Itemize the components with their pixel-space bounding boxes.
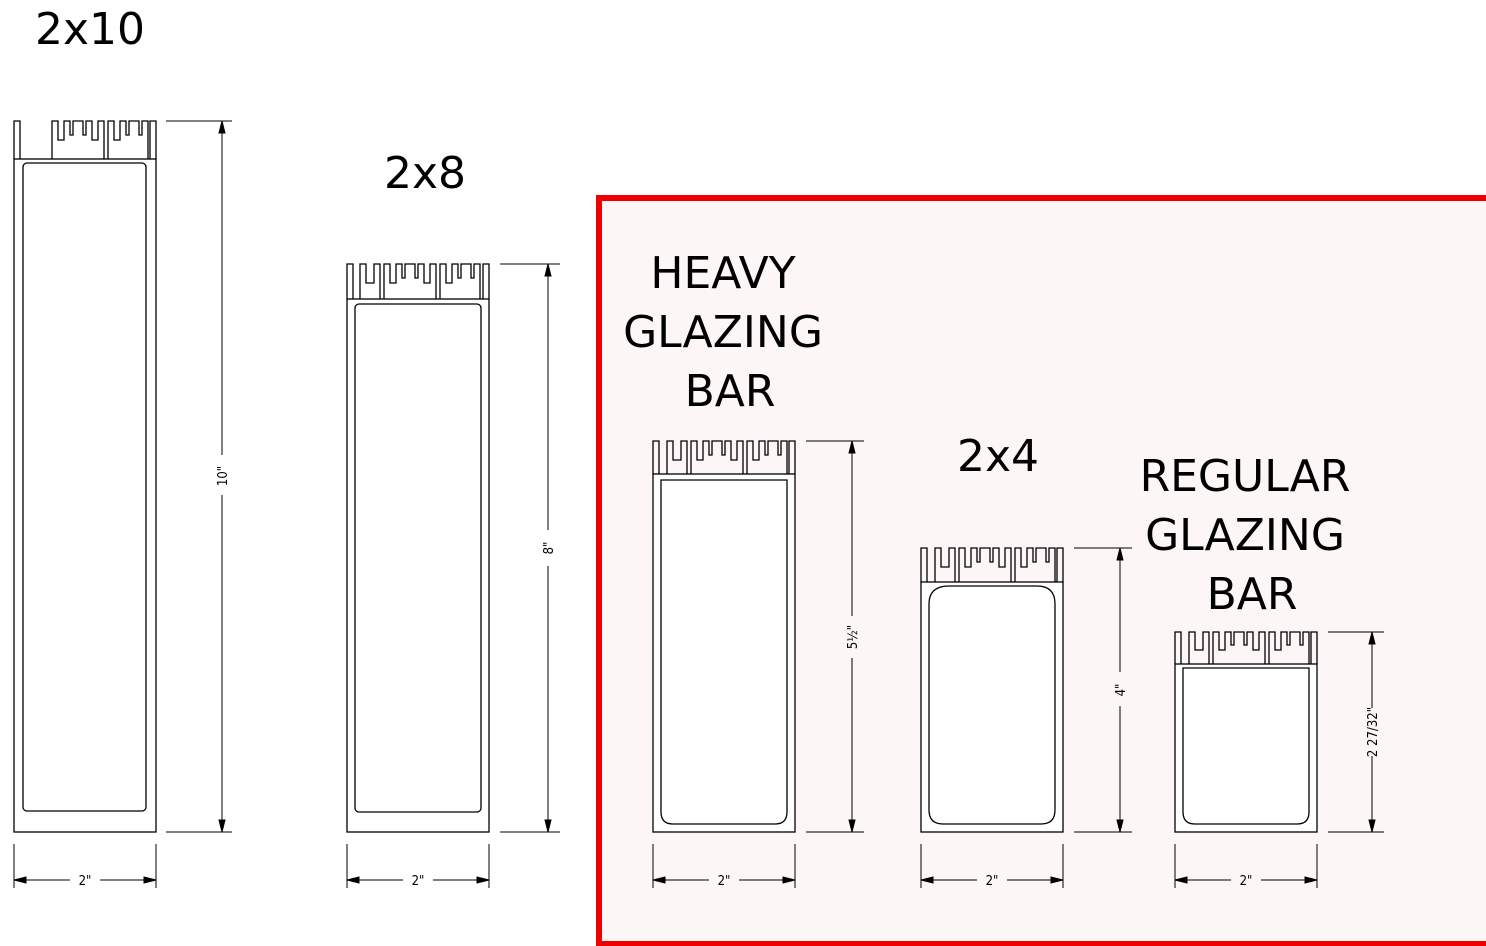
width-dimension-heavy-glazing-bar xyxy=(652,844,796,888)
height-dimension-2x10 xyxy=(166,120,232,833)
height-label-heavy-glazing-bar: 5½" xyxy=(846,625,861,649)
height-dimension-2x8 xyxy=(500,263,560,833)
profile-label-2x4: 2x4 xyxy=(957,431,1039,482)
profile-outline-2x8 xyxy=(346,263,490,833)
width-dimension-2x10 xyxy=(13,844,157,888)
height-dimension-regular-glazing-bar xyxy=(1328,631,1384,833)
profile-outline-2x4 xyxy=(920,547,1064,833)
width-label-heavy-glazing-bar: 2" xyxy=(718,874,731,889)
profile-label-2x10: 2x10 xyxy=(35,4,145,55)
width-dimension-2x4 xyxy=(920,844,1064,888)
profile-outline-2x10 xyxy=(13,120,157,833)
profile-label-2x8: 2x8 xyxy=(384,148,466,199)
width-dimension-regular-glazing-bar xyxy=(1174,844,1318,888)
width-dimension-2x8 xyxy=(346,844,490,888)
width-label-2x10: 2" xyxy=(79,874,92,889)
width-label-2x4: 2" xyxy=(986,874,999,889)
profile-outline-heavy-glazing-bar xyxy=(652,440,796,833)
profile-2x4: 2x4 4" 2" xyxy=(920,431,1132,889)
height-label-regular-glazing-bar: 2 27/32" xyxy=(1366,707,1381,757)
profile-outline-regular-glazing-bar xyxy=(1174,631,1318,833)
height-dimension-heavy-glazing-bar xyxy=(806,440,864,833)
height-label-2x8: 8" xyxy=(542,542,557,555)
height-label-2x10: 10" xyxy=(216,466,231,486)
profile-label-heavy-glazing-bar: HEAVY GLAZING BAR xyxy=(623,248,837,417)
profile-heavy-glazing-bar: HEAVY GLAZING BAR 5½" xyxy=(623,248,864,889)
height-dimension-2x4 xyxy=(1074,547,1132,833)
profile-2x10: 2x10 10" 2" xyxy=(13,4,232,889)
height-label-2x4: 4" xyxy=(1114,684,1129,697)
width-label-regular-glazing-bar: 2" xyxy=(1240,874,1253,889)
profile-2x8: 2x8 8" 2" xyxy=(346,148,560,889)
profile-regular-glazing-bar: REGULAR GLAZING BAR 2 27/32" xyxy=(1140,451,1384,889)
width-label-2x8: 2" xyxy=(412,874,425,889)
profile-label-regular-glazing-bar: REGULAR GLAZING BAR xyxy=(1140,451,1365,620)
